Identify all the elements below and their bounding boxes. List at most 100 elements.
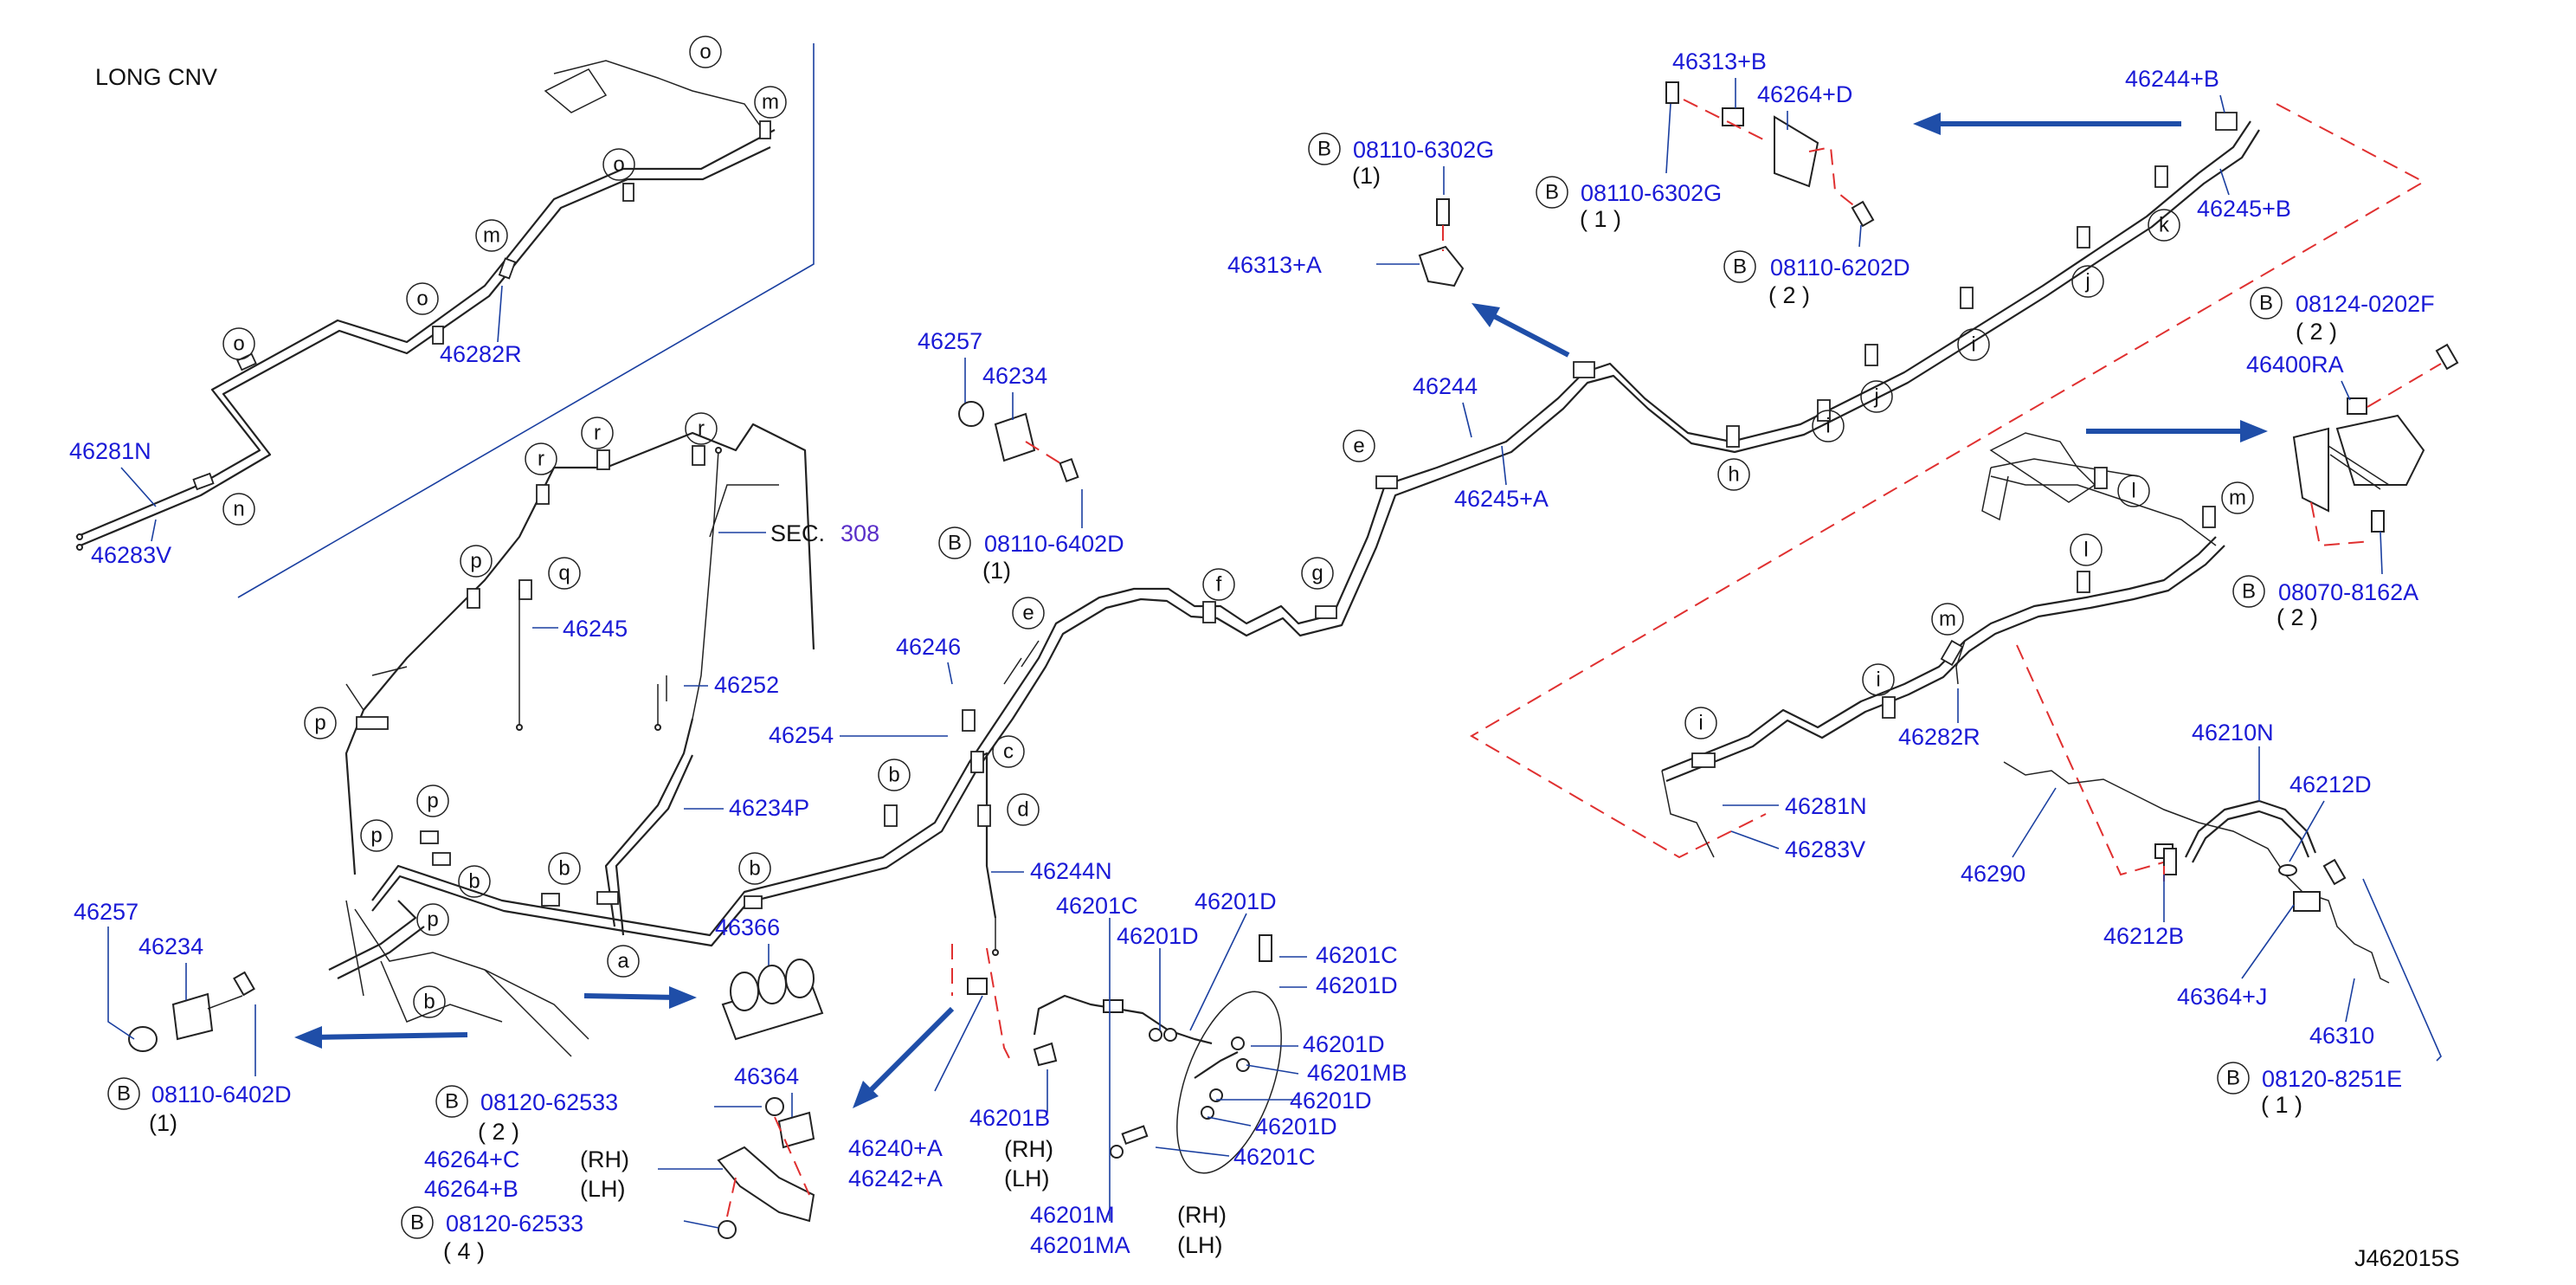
clip-callout-letter: o: [233, 333, 244, 356]
part-46290: 46290: [1961, 861, 2025, 887]
part-46234-left: 46234: [138, 933, 203, 959]
clip-callout-letter: l: [2083, 539, 2088, 562]
direction-arrows: [294, 113, 2268, 1108]
part-46244N: 46244N: [1030, 858, 1112, 884]
clip-callout-letter: b: [888, 764, 899, 787]
clip-callout-letter: n: [233, 498, 244, 521]
part-46281N-inset: 46281N: [69, 438, 151, 464]
diagram-id: J462015S: [2354, 1245, 2460, 1271]
clip-callout-letter: i: [1698, 712, 1703, 735]
clip-callout-letter: a: [617, 950, 629, 973]
clip-callout-letter: m: [762, 91, 779, 114]
part-46245B: 46245+B: [2197, 196, 2291, 222]
bolt-08110-6402D-left: 08110-6402D: [151, 1082, 292, 1107]
part-46310: 46310: [2309, 1023, 2374, 1049]
bolt-08120-8251E: 08120-8251E: [2262, 1066, 2402, 1092]
detail-46313A: 46244 46245+A 46313+A B 08110-6302G (1): [1227, 132, 1549, 512]
inset-long-cnv: LONG CNV o o m o m o n 46282R 46281N 462…: [69, 36, 815, 598]
part-46366: 46366: [715, 914, 780, 940]
part-46244B: 46244+B: [2125, 66, 2219, 92]
part-46234-center: 46234: [982, 363, 1047, 389]
bolt-08110-6202D: 08110-6202D: [1770, 255, 1910, 281]
clip-callout-letter: B: [948, 532, 962, 555]
clip-callout-letter: B: [2242, 580, 2256, 604]
part-46264B: 46264+B: [424, 1176, 518, 1202]
part-46283V-inset: 46283V: [91, 542, 171, 568]
clip-callout-letter: h: [1728, 463, 1739, 487]
label-text: (1): [982, 558, 1011, 584]
clip-callout-letter: p: [470, 550, 481, 573]
clip-callout-letter: b: [423, 991, 435, 1014]
clip-callout-letter: m: [1939, 608, 1956, 631]
clip-callout-letter: B: [445, 1090, 459, 1114]
label-text: (LH): [1004, 1166, 1050, 1191]
detail-left-46234: 46257 46234 B 08110-6402D (1): [74, 899, 292, 1136]
clip-callout-letter: b: [558, 857, 570, 881]
part-46210N: 46210N: [2192, 720, 2274, 746]
clip-callout-letter: B: [410, 1211, 424, 1235]
label-text: (RH): [1177, 1202, 1227, 1228]
clip-callout-letter: m: [483, 224, 500, 248]
label-text: (RH): [1004, 1136, 1053, 1162]
label-text: (1): [1352, 163, 1381, 189]
clip-callout-letter: B: [2226, 1067, 2240, 1090]
part-46254: 46254: [769, 722, 834, 748]
label-text: ( 1 ): [2261, 1092, 2302, 1118]
bolt-08110-6302G-a: 08110-6302G: [1353, 137, 1494, 163]
clip-callout-letter: p: [427, 790, 438, 813]
part-46264D: 46264+D: [1757, 81, 1852, 107]
clip-callout-letter: e: [1353, 435, 1364, 458]
clip-callout-letter: i: [1876, 668, 1880, 692]
clip-callouts-inset: o o m o m o n: [222, 36, 787, 526]
clip-callout-letter: b: [468, 870, 480, 894]
clip-callout-letter: r: [538, 448, 544, 471]
clip-callout-letter: c: [1003, 740, 1014, 764]
clip-callout-letter: e: [1022, 602, 1034, 625]
bolt-08070-8162A: 08070-8162A: [2278, 579, 2418, 605]
part-46364J: 46364+J: [2177, 984, 2267, 1010]
part-46245A: 46245+A: [1454, 486, 1549, 512]
part-46313A: 46313+A: [1227, 252, 1322, 278]
clip-callout-letter: q: [558, 562, 570, 585]
clip-callout-letter: o: [416, 287, 428, 311]
part-46252: 46252: [714, 672, 779, 698]
part-46246: 46246: [896, 634, 961, 660]
label-text: ( 2 ): [1768, 282, 1810, 308]
part-46201D-c: 46201D: [1316, 972, 1398, 998]
detail-46400RA: B 08124-0202F ( 2 ) 46400RA B 08070-8162…: [2232, 287, 2459, 630]
label-text: (LH): [1177, 1232, 1223, 1258]
part-46201C-top: 46201C: [1056, 893, 1138, 919]
part-46281N-main: 46281N: [1785, 793, 1867, 819]
clip-callout-letter: r: [698, 417, 705, 441]
part-46313B: 46313+B: [1672, 48, 1767, 74]
clip-callout-letter: j: [2084, 270, 2090, 294]
label-text: ( 2 ): [2296, 319, 2337, 345]
part-46257-left: 46257: [74, 899, 138, 925]
part-46212B: 46212B: [2103, 923, 2184, 949]
part-46201D-f: 46201D: [1255, 1114, 1337, 1140]
clip-callout-letter: B: [1733, 255, 1747, 279]
detail-46364J: 46210N 46212D 46290 46212B 46364+J 46310…: [1961, 720, 2442, 1118]
clip-callout-letter: f: [1216, 573, 1222, 597]
clip-callout-letter: j: [1873, 385, 1878, 409]
clip-callout-letter: r: [594, 422, 601, 445]
inset-title: LONG CNV: [95, 64, 217, 90]
clip-callout-letter: B: [2259, 292, 2273, 315]
part-46245-main: 46245: [563, 616, 628, 642]
part-46282R-inset: 46282R: [440, 341, 522, 367]
part-46244: 46244: [1413, 373, 1478, 399]
clip-callout-letter: g: [1311, 562, 1323, 585]
clip-callout-letter: o: [613, 153, 624, 177]
detail-brake-hose: 46240+A 46242+A 46201B (RH) (LH) 46201C …: [848, 888, 1407, 1258]
part-46201D-b: 46201D: [1195, 888, 1277, 914]
label-text: ( 2 ): [478, 1119, 519, 1145]
label-text: ( 4 ): [443, 1238, 485, 1264]
clip-callout-letter: p: [427, 908, 438, 932]
clip-callout-letter: d: [1017, 798, 1028, 822]
sec-label: SEC.308: [770, 520, 879, 546]
clip-callout-letter: o: [699, 41, 711, 64]
detail-center-46234: 46257 46234 B 08110-6402D (1): [918, 328, 1124, 584]
part-46201MB: 46201MB: [1307, 1060, 1407, 1086]
part-46201B: 46201B: [969, 1105, 1050, 1131]
label-text: ( 2 ): [2277, 604, 2318, 630]
